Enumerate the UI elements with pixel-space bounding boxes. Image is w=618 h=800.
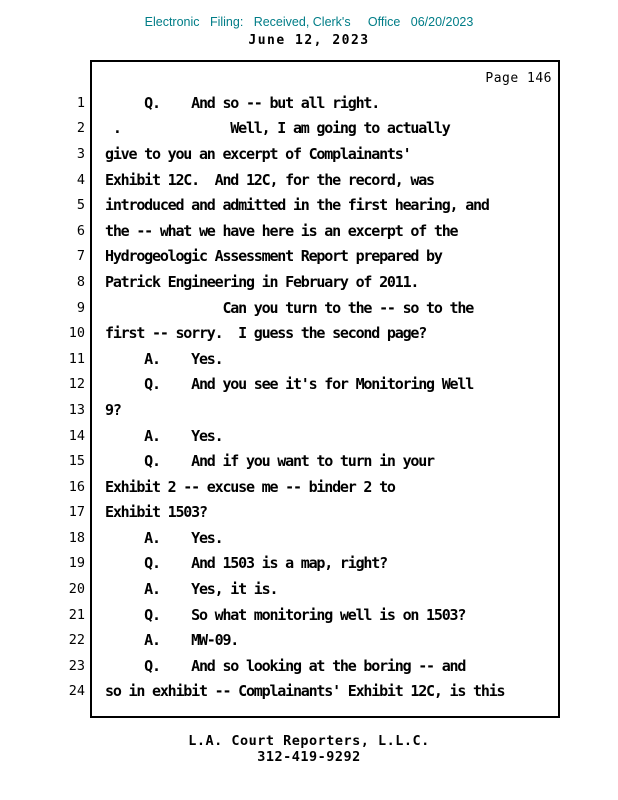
line-number: 23 <box>68 657 85 674</box>
line-number: 10 <box>68 325 85 342</box>
line-number: 2 <box>76 120 85 137</box>
transcript-line: 1 Q. And so -- but all right. <box>55 90 504 116</box>
line-text: Q. And so looking at the boring -- and <box>105 656 466 675</box>
line-text: Q. And if you want to turn in your <box>105 452 435 471</box>
transcript-line: 5 introduced and admitted in the first h… <box>55 192 504 218</box>
transcript-date: June 12, 2023 <box>248 33 370 48</box>
court-reporter-name: L.A. Court Reporters, L.L.C. <box>188 733 430 749</box>
line-number: 4 <box>76 171 85 188</box>
line-number: 19 <box>68 555 85 572</box>
court-reporter-phone: 312-419-9292 <box>257 749 361 765</box>
line-text: first -- sorry. I guess the second page? <box>105 324 427 343</box>
line-number: 15 <box>68 453 85 470</box>
transcript-line: 2 . Well, I am going to actually <box>55 116 504 142</box>
line-text: A. Yes. <box>105 528 224 547</box>
line-number: 22 <box>68 632 85 649</box>
transcript-line: 23 Q. And so looking at the boring -- an… <box>55 653 504 679</box>
line-number: 14 <box>68 427 85 444</box>
line-number: 5 <box>76 197 85 214</box>
line-number: 18 <box>68 529 85 546</box>
transcript-line: 11 A. Yes. <box>55 346 504 372</box>
transcript-line: 14 A. Yes. <box>55 423 504 449</box>
line-number: 6 <box>76 222 85 239</box>
transcript-line: 8 Patrick Engineering in February of 201… <box>55 269 504 295</box>
transcript-line: 7 Hydrogeologic Assessment Report prepar… <box>55 244 504 270</box>
line-text: Q. And you see it's for Monitoring Well <box>105 375 474 394</box>
transcript-line: 10 first -- sorry. I guess the second pa… <box>55 320 504 346</box>
line-text: introduced and admitted in the first hea… <box>105 196 490 215</box>
transcript-lines: 1 Q. And so -- but all right. 2 . Well, … <box>55 90 506 705</box>
line-text: A. Yes. <box>105 349 224 368</box>
line-number: 3 <box>76 145 85 162</box>
line-text: Hydrogeologic Assessment Report prepared… <box>105 247 443 266</box>
line-number: 9 <box>76 299 85 316</box>
line-number: 7 <box>76 248 85 265</box>
efiling-stamp: Electronic Filing: Received, Clerk's Off… <box>144 15 474 29</box>
line-number: 8 <box>76 273 85 290</box>
line-number: 12 <box>68 376 85 393</box>
line-text: A. Yes, it is. <box>105 580 278 599</box>
line-number: 13 <box>68 401 85 418</box>
line-number: 24 <box>68 683 85 700</box>
line-text: Can you turn to the -- so to the <box>105 298 474 317</box>
line-text: . Well, I am going to actually <box>105 119 451 138</box>
transcript-line: 15 Q. And if you want to turn in your <box>55 448 504 474</box>
transcript-line: 4 Exhibit 12C. And 12C, for the record, … <box>55 167 504 193</box>
transcript-line: 19 Q. And 1503 is a map, right? <box>55 551 504 577</box>
transcript-line: 12 Q. And you see it's for Monitoring We… <box>55 372 504 398</box>
transcript-line: 20 A. Yes, it is. <box>55 576 504 602</box>
line-text: A. MW-09. <box>105 631 239 650</box>
line-number: 21 <box>68 606 85 623</box>
line-number: 11 <box>68 350 85 367</box>
line-text: Q. And so -- but all right. <box>105 93 380 112</box>
line-number: 16 <box>68 478 85 495</box>
line-text: Exhibit 12C. And 12C, for the record, wa… <box>105 170 435 189</box>
transcript-line: 24 so in exhibit -- Complainants' Exhibi… <box>55 679 506 705</box>
line-text: so in exhibit -- Complainants' Exhibit 1… <box>105 682 506 701</box>
transcript-line: 22 A. MW-09. <box>55 627 504 653</box>
transcript-line: 13 9? <box>55 397 504 423</box>
line-number: 17 <box>68 504 85 521</box>
line-text: the -- what we have here is an excerpt o… <box>105 221 459 240</box>
line-text: Patrick Engineering in February of 2011. <box>105 272 419 291</box>
transcript-page-border <box>90 60 560 718</box>
line-text: 9? <box>105 400 122 419</box>
transcript-line: 3 give to you an excerpt of Complainants… <box>55 141 504 167</box>
transcript-line: 17 Exhibit 1503? <box>55 500 504 526</box>
line-text: Q. And 1503 is a map, right? <box>105 554 388 573</box>
line-number: 1 <box>76 94 85 111</box>
page-number-label: Page 146 <box>485 71 552 86</box>
line-text: Exhibit 2 -- excuse me -- binder 2 to <box>105 477 396 496</box>
transcript-line: 6 the -- what we have here is an excerpt… <box>55 218 504 244</box>
transcript-line: 9 Can you turn to the -- so to the <box>55 295 504 321</box>
transcript-line: 16 Exhibit 2 -- excuse me -- binder 2 to <box>55 474 504 500</box>
line-text: A. Yes. <box>105 426 224 445</box>
line-text: give to you an excerpt of Complainants' <box>105 144 412 163</box>
transcript-line: 21 Q. So what monitoring well is on 1503… <box>55 602 504 628</box>
line-text: Q. So what monitoring well is on 1503? <box>105 605 466 624</box>
line-text: Exhibit 1503? <box>105 503 208 522</box>
transcript-line: 18 A. Yes. <box>55 525 504 551</box>
line-number: 20 <box>68 581 85 598</box>
